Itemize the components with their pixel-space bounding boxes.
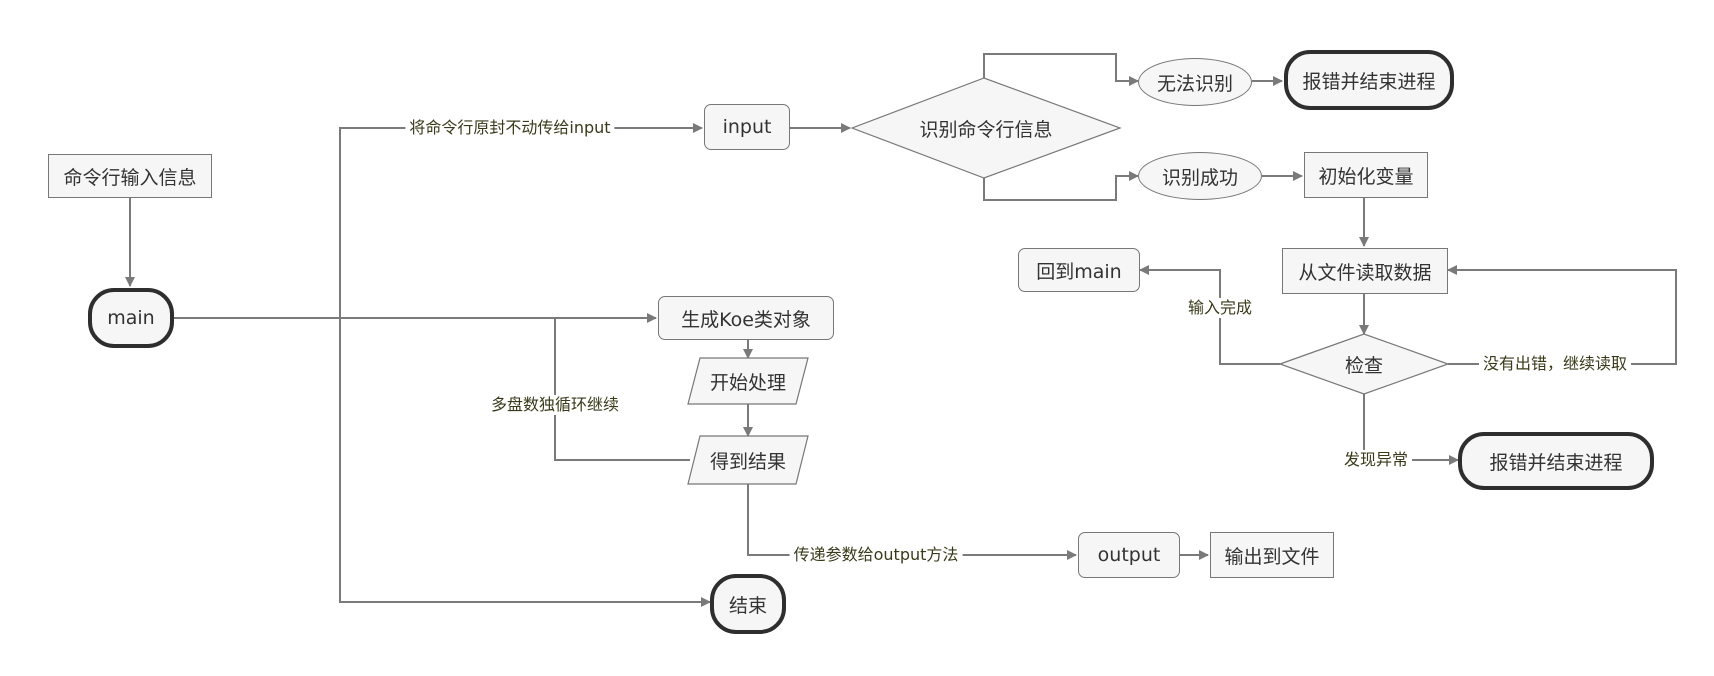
node-init-vars: 初始化变量 bbox=[1304, 152, 1428, 198]
node-output: output bbox=[1078, 532, 1180, 578]
label-multi-loop: 多盘数独循环继续 bbox=[486, 395, 624, 415]
label-found-error: 发现异常 bbox=[1339, 450, 1413, 470]
node-main: main bbox=[88, 288, 174, 348]
node-error-end-1: 报错并结束进程 bbox=[1284, 50, 1454, 110]
node-get-result: 得到结果 bbox=[709, 450, 786, 473]
label-no-error: 没有出错，继续读取 bbox=[1478, 354, 1632, 374]
node-create-obj: 生成Koe类对象 bbox=[658, 296, 834, 340]
edge-main-to-input bbox=[339, 123, 703, 318]
io-start-process-shape bbox=[687, 357, 809, 405]
node-input: input bbox=[704, 104, 790, 150]
decision-check-shape bbox=[1278, 333, 1450, 395]
decision-recognize-shape bbox=[850, 77, 1122, 179]
node-recognize: 识别命令行信息 bbox=[919, 118, 1053, 141]
edge-result-loop bbox=[554, 318, 690, 461]
edge-recognize-to-fail bbox=[983, 53, 1139, 86]
label-to-input: 将命令行原封不动传给input bbox=[405, 118, 615, 138]
node-start-process: 开始处理 bbox=[709, 371, 786, 394]
node-end: 结束 bbox=[710, 574, 786, 634]
node-read-file: 从文件读取数据 bbox=[1282, 248, 1448, 294]
node-error-end-2: 报错并结束进程 bbox=[1458, 432, 1654, 490]
node-cmd-input: 命令行输入信息 bbox=[48, 154, 212, 198]
edge-main-to-end bbox=[339, 318, 711, 607]
node-recognize-ok: 识别成功 bbox=[1138, 152, 1262, 200]
node-check: 检查 bbox=[1344, 354, 1383, 377]
edge-recognize-to-ok bbox=[983, 171, 1139, 201]
edge-result-to-output bbox=[747, 484, 1077, 560]
edge-check-loop bbox=[1447, 265, 1677, 365]
node-write-file: 输出到文件 bbox=[1210, 532, 1334, 578]
io-get-result-shape bbox=[687, 435, 809, 485]
label-input-done: 输入完成 bbox=[1183, 298, 1257, 318]
node-back-main: 回到main bbox=[1018, 248, 1140, 292]
label-pass-params: 传递参数给output方法 bbox=[789, 545, 963, 565]
node-fail-recognize: 无法识别 bbox=[1138, 58, 1252, 106]
